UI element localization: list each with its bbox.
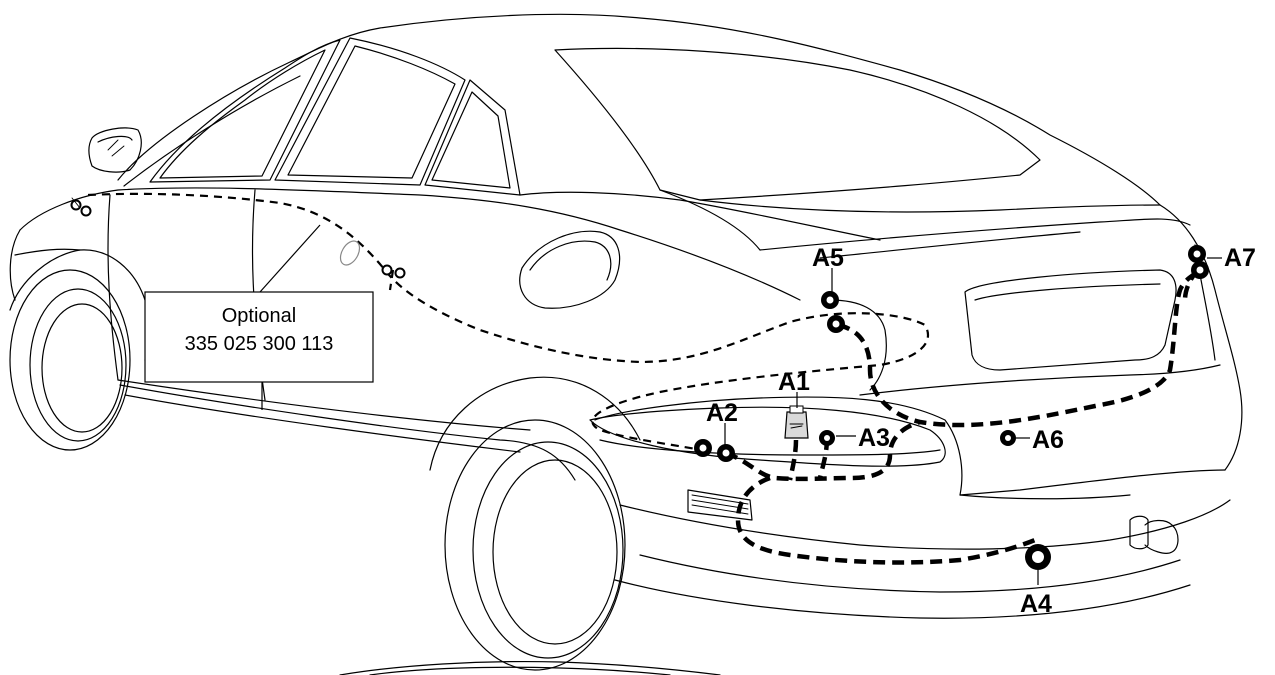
connector-a3 (819, 430, 835, 446)
note-line-optional: Optional (222, 305, 297, 327)
label-a4: A4 (1020, 590, 1052, 618)
optional-connector-front (70, 197, 92, 217)
connector-a1-module (784, 405, 809, 439)
callout-leaders (259, 224, 1222, 585)
rear-wheel (444, 419, 626, 671)
label-a2: A2 (706, 399, 738, 427)
connector-a4 (1025, 544, 1051, 570)
door-handle (339, 240, 361, 266)
front-wheel (9, 269, 131, 451)
optional-wiring-harness (87, 192, 930, 454)
connector-a5 (821, 291, 845, 333)
label-a5: A5 (812, 244, 844, 272)
optional-connector-rear (381, 264, 406, 279)
label-a1: A1 (778, 368, 810, 396)
connector-a7 (1188, 245, 1209, 279)
connector-a2 (694, 439, 735, 462)
label-a6: A6 (1032, 426, 1064, 454)
optional-note-box: Optional 335 025 300 113 (144, 291, 374, 383)
connector-a6 (1000, 430, 1016, 446)
label-a3: A3 (858, 424, 890, 452)
callout-labels: A1 A2 A3 A4 A5 A6 A7 (706, 244, 1256, 618)
label-a7: A7 (1224, 244, 1256, 272)
note-line-part-number: 335 025 300 113 (185, 333, 334, 355)
